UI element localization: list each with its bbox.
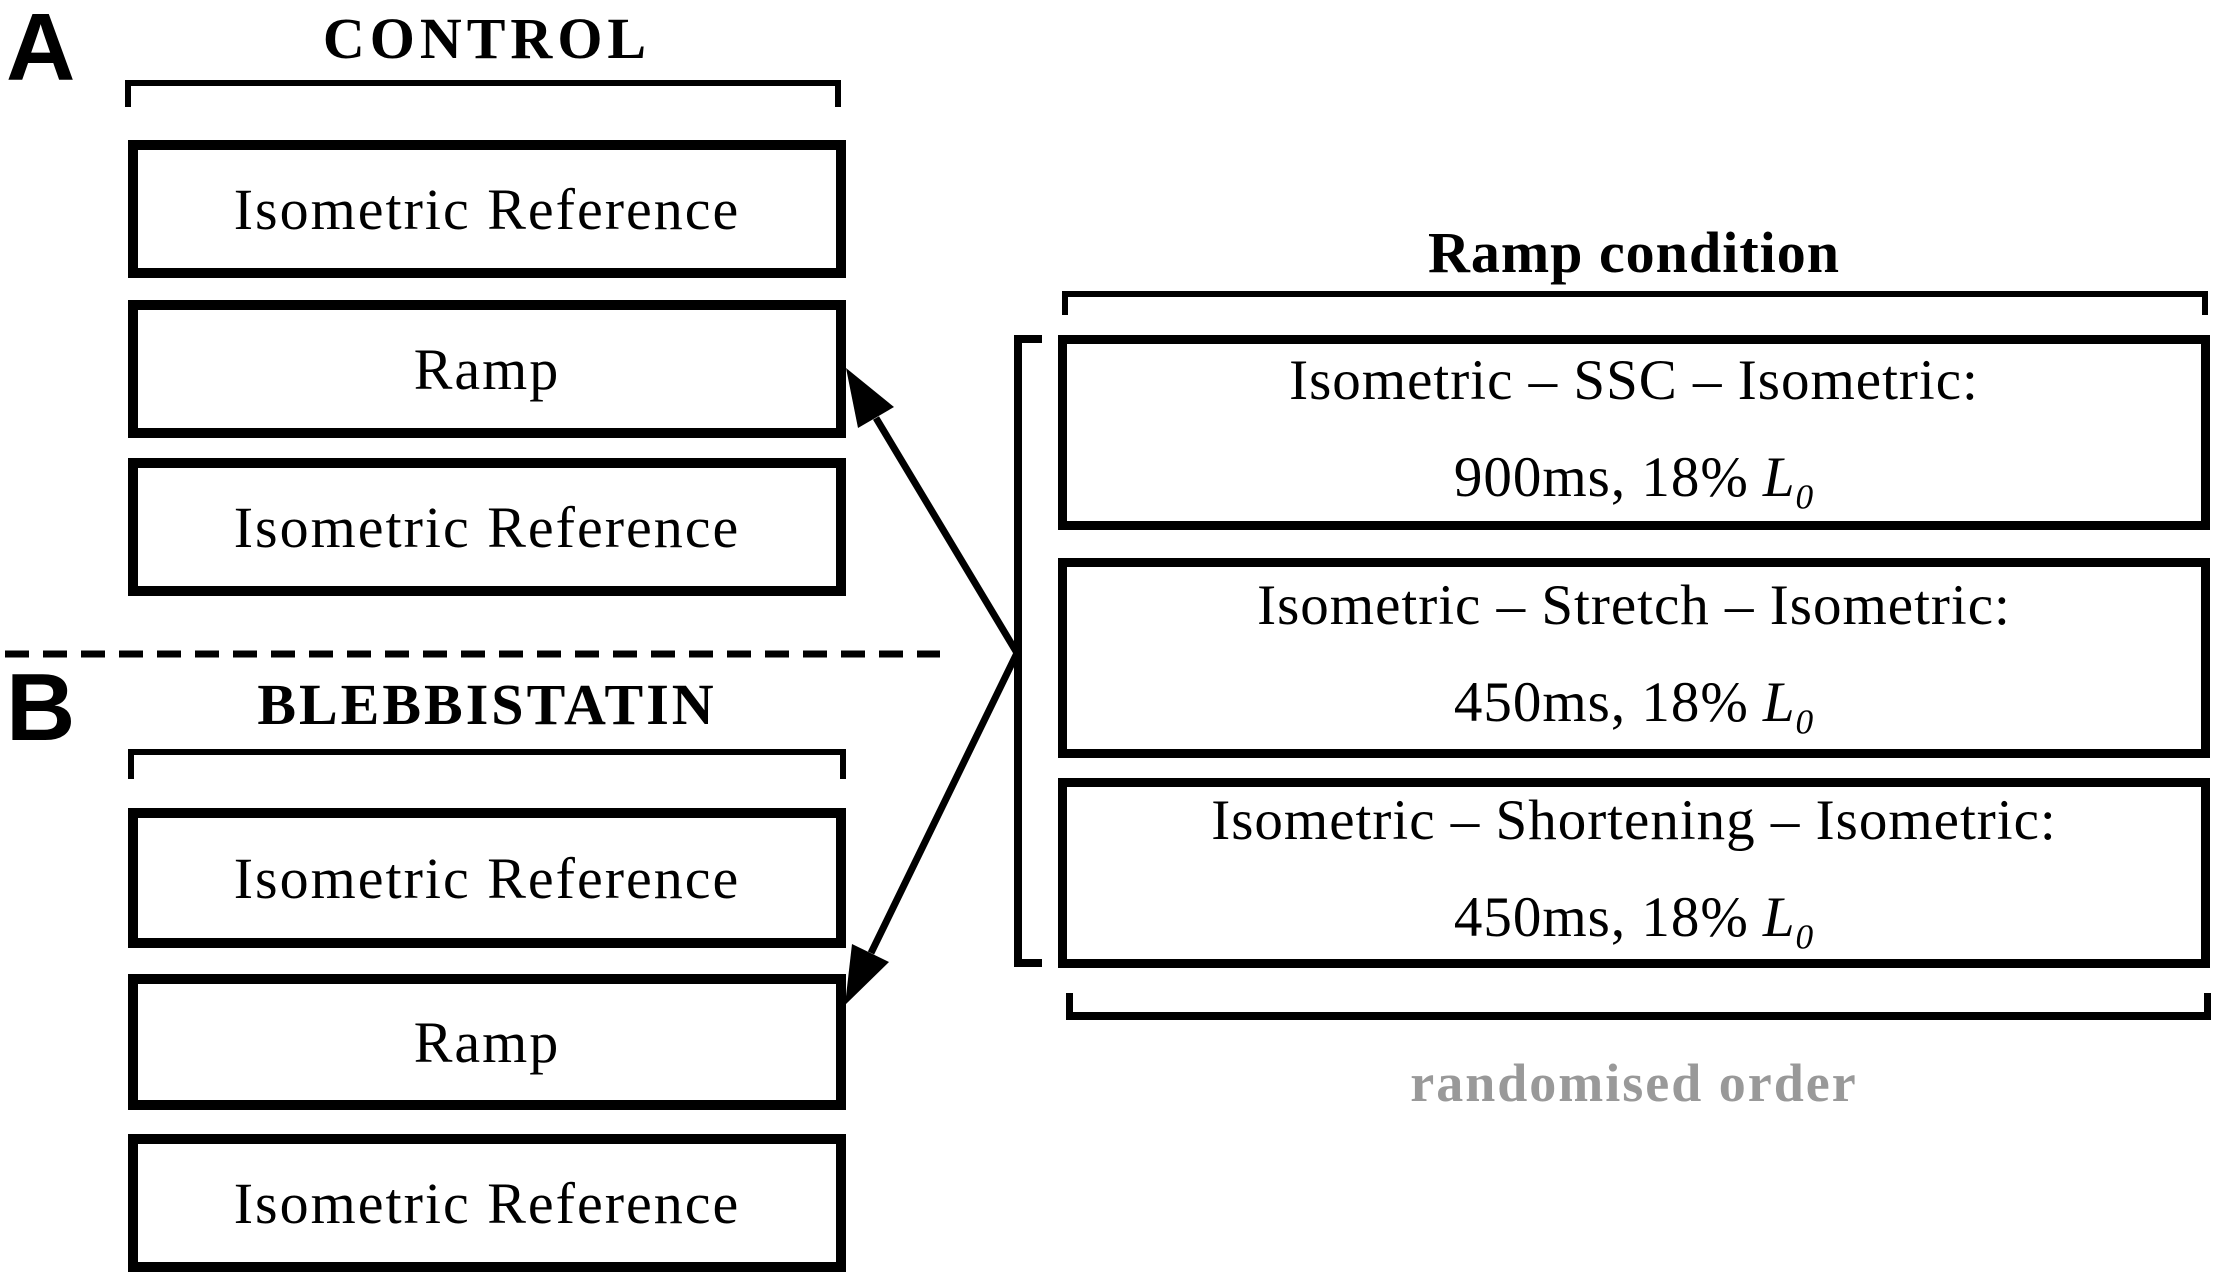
panel-a-box-ramp: Ramp bbox=[128, 300, 846, 438]
panel-a-box-isometric-reference-2: Isometric Reference bbox=[128, 458, 846, 596]
length-symbol: L bbox=[1762, 886, 1796, 950]
ramp-option-line2: 450ms, 18%L0 bbox=[1453, 671, 1815, 742]
box-label: Ramp bbox=[413, 1009, 561, 1075]
ramp-option-line1: Isometric – SSC – Isometric: bbox=[1289, 348, 1979, 412]
ramp-option-line1: Isometric – Shortening – Isometric: bbox=[1211, 789, 2057, 853]
ramp-condition-left-bracket bbox=[1014, 335, 1042, 967]
panel-a-label: A bbox=[6, 0, 76, 101]
arrow-to-ramp-a-icon bbox=[846, 368, 1021, 655]
ramp-option-shortening: Isometric – Shortening – Isometric: 450m… bbox=[1058, 778, 2210, 968]
box-label: Isometric Reference bbox=[233, 176, 741, 242]
randomised-order-note: randomised order bbox=[1410, 1053, 1858, 1113]
panel-b-label: B bbox=[6, 654, 76, 761]
ramp-condition-top-bracket bbox=[1062, 291, 2208, 315]
panel-a-box-isometric-reference-1: Isometric Reference bbox=[128, 140, 846, 278]
length-symbol: L bbox=[1762, 445, 1796, 509]
length-symbol: L bbox=[1762, 671, 1796, 735]
box-label: Isometric Reference bbox=[233, 1170, 741, 1236]
arrow-to-ramp-b-icon bbox=[845, 651, 1021, 1005]
length-subscript: 0 bbox=[1795, 477, 1815, 517]
box-label: Isometric Reference bbox=[233, 494, 741, 560]
ramp-condition-title: Ramp condition bbox=[1427, 220, 1840, 285]
box-label: Ramp bbox=[413, 336, 561, 402]
ramp-option-line2: 900ms, 18%L0 bbox=[1453, 445, 1815, 517]
ramp-option-ssc: Isometric – SSC – Isometric: 900ms, 18%L… bbox=[1058, 335, 2210, 530]
panel-b-box-isometric-reference-1: Isometric Reference bbox=[128, 808, 846, 948]
panel-b-bracket bbox=[128, 749, 846, 779]
ramp-condition-bottom-bracket bbox=[1066, 993, 2211, 1020]
ramp-option-line2: 450ms, 18%L0 bbox=[1453, 886, 1815, 957]
ramp-option-stretch: Isometric – Stretch – Isometric: 450ms, … bbox=[1058, 558, 2210, 758]
panel-b-title: BLEBBISTATIN bbox=[257, 672, 717, 737]
box-label: Isometric Reference bbox=[233, 845, 741, 911]
length-subscript: 0 bbox=[1795, 702, 1815, 742]
panel-a-title: CONTROL bbox=[322, 6, 652, 71]
ramp-option-line1: Isometric – Stretch – Isometric: bbox=[1257, 574, 2011, 638]
panel-a-bracket bbox=[125, 80, 841, 107]
panel-b-box-ramp: Ramp bbox=[128, 974, 846, 1110]
panel-b-box-isometric-reference-2: Isometric Reference bbox=[128, 1134, 846, 1272]
length-subscript: 0 bbox=[1795, 917, 1815, 957]
